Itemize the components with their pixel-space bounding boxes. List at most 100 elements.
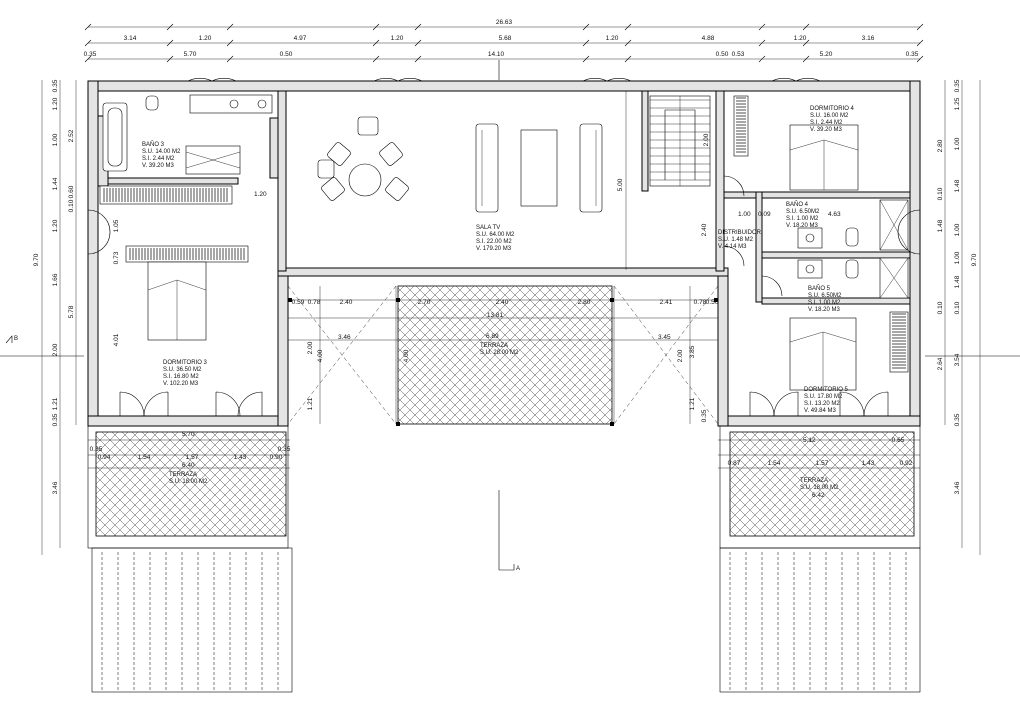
dim-left-terr-row-3: 1.57 [186, 454, 199, 461]
dim-terr-row-6: 2.41 [660, 299, 673, 306]
label-terraza-central: TERRAZA S.U. 28.00 M2 [480, 343, 519, 356]
dim-left-terr-w: 5.70 [182, 431, 195, 438]
svg-text:S.U. 64.00 M2: S.U. 64.00 M2 [476, 232, 515, 238]
dim-top-row2-2: 4.97 [294, 35, 307, 42]
dim-top-row2-8: 3.16 [862, 35, 875, 42]
svg-text:V. 18.20 M3: V. 18.20 M3 [808, 307, 840, 313]
svg-text:BAÑO 4: BAÑO 4 [786, 201, 809, 208]
dim-right-inner-9: 0.35 [954, 413, 961, 426]
dim-right-inner-6: 1.48 [954, 275, 961, 288]
staircase [649, 95, 711, 187]
dim-left-inner-3: 1.44 [52, 177, 59, 190]
label-bano-3: BAÑO 3 S.U. 14.00 M2 S.I. 2.44 M2 V. 39.… [142, 141, 181, 169]
window-top-0 [187, 78, 237, 82]
label-terraza-left: TERRAZA S.U. 18.00 M2 [169, 472, 208, 485]
dim-left-terr-row-6: 0.35 [278, 446, 291, 453]
dim-top-row2-6: 4.88 [702, 35, 715, 42]
dim-right-innermost-4: 2.64 [937, 357, 944, 370]
dim-right-terr-row-0: 0.65 [892, 437, 905, 444]
dim-terr-v-4: 3.85 [689, 345, 696, 358]
dim-terr-bottom: 6.89 [486, 333, 499, 340]
right-wing-doors [723, 175, 921, 417]
dim-lower-right: 3.46 [954, 481, 961, 494]
dim-right-terr-row-4: 1.43 [862, 460, 875, 467]
svg-text:S.I. 22.00 M2: S.I. 22.00 M2 [476, 239, 512, 245]
svg-text:S.I. 2.44 M2: S.I. 2.44 M2 [810, 120, 843, 126]
dim-left-terr-row-1: 0.94 [98, 454, 111, 461]
svg-text:BAÑO 3: BAÑO 3 [142, 141, 165, 148]
dim-top-row3-4: 0.50 [716, 51, 729, 58]
top-dimension-lines [84, 23, 924, 63]
label-bano-5: BAÑO 5 S.U. 6.50M2 S.I. 1.00 M2 V. 18.20… [808, 285, 842, 313]
sala-tv-furniture [317, 116, 603, 213]
dim-left-h1: 1.05 [113, 219, 120, 232]
dormitorio-3-bed [147, 261, 207, 341]
dim-left-terr-row-5: 0.90 [270, 454, 283, 461]
dim-terr-row-5: 2.80 [578, 299, 591, 306]
svg-text:S.U. 18.00 M2: S.U. 18.00 M2 [800, 485, 839, 491]
svg-text:DORMITORIO 4: DORMITORIO 4 [810, 106, 855, 112]
dim-left-inner-1: 1.20 [52, 97, 59, 110]
svg-text:DORMITORIO 3: DORMITORIO 3 [163, 360, 208, 366]
dim-terr-v-0: 2.00 [307, 341, 314, 354]
label-bano-4: BAÑO 4 S.U. 6.50M2 S.I. 1.00 M2 V. 18.20… [786, 201, 820, 229]
svg-text:S.I. 1.00 M2: S.I. 1.00 M2 [786, 216, 819, 222]
right-dimension-lines [944, 80, 981, 555]
dim-bath-w1: 1.00 [738, 211, 751, 218]
svg-text:S.I. 1.00 M2: S.I. 1.00 M2 [808, 300, 841, 306]
left-pergola [91, 547, 293, 693]
label-terraza-right: TERRAZA S.U. 18.00 M2 [800, 478, 839, 491]
dim-outer-right: 9.70 [971, 253, 978, 266]
dim-closet: 1.20 [254, 191, 267, 198]
dim-left-terr-row-2: 1.54 [138, 454, 151, 461]
window-top-3 [771, 78, 821, 82]
svg-text:S.U. 17.80 M2: S.U. 17.80 M2 [804, 394, 843, 400]
svg-text:S.U. 36.50 M2: S.U. 36.50 M2 [163, 367, 202, 373]
dim-left-terr-sub: 6.40 [182, 462, 195, 469]
dim-right-terr-row-3: 1.57 [816, 460, 829, 467]
right-terrace [718, 425, 921, 549]
dim-terr-row-2: 2.40 [340, 299, 353, 306]
dim-top-row3-6: 5.20 [820, 51, 833, 58]
svg-text:TERRAZA: TERRAZA [480, 343, 508, 349]
bano-4-fixtures [797, 199, 909, 251]
dim-right-terr-sub: 6.42 [812, 492, 825, 499]
dim-bath-w2: 0.09 [758, 211, 771, 218]
dim-top-row2-3: 1.20 [391, 35, 404, 42]
svg-text:V. 102.20 M3: V. 102.20 M3 [163, 381, 199, 387]
dim-left-innermost-3: 5.78 [68, 305, 75, 318]
svg-text:SALA TV: SALA TV [476, 225, 500, 231]
dormitorio-5-furniture [789, 311, 909, 391]
svg-text:V. 18.20 M3: V. 18.20 M3 [786, 223, 818, 229]
dim-left-inner-0: 0.35 [52, 79, 59, 92]
section-label-a: A [516, 566, 520, 572]
label-sala-tv: SALA TV S.U. 64.00 M2 S.I. 22.00 M2 V. 1… [476, 225, 515, 252]
bano-5-fixtures [797, 257, 909, 299]
window-top-1 [373, 78, 423, 82]
dim-left-inner-4: 1.20 [52, 219, 59, 232]
dim-sala-height: 5.00 [617, 178, 624, 191]
dim-right-inner-3: 1.48 [954, 179, 961, 192]
svg-text:S.U. 6.50M2: S.U. 6.50M2 [786, 209, 820, 215]
dim-left-h3: 4.01 [113, 333, 120, 346]
svg-text:V. 179.20 M3: V. 179.20 M3 [476, 246, 512, 252]
right-pergola [719, 547, 921, 693]
svg-text:S.U. 1.48 M2: S.U. 1.48 M2 [718, 237, 754, 243]
dim-right-inner-2: 1.00 [954, 137, 961, 150]
dim-terr-row-3: 2.70 [418, 299, 431, 306]
label-dormitorio-5: DORMITORIO 5 S.U. 17.80 M2 S.I. 13.20 M2… [804, 387, 849, 414]
dormitorio-3-closets [99, 185, 249, 263]
svg-text:DORMITORIO 5: DORMITORIO 5 [804, 387, 849, 393]
dim-top-row3-7: 0.35 [906, 51, 919, 58]
svg-text:V. 49.84 M3: V. 49.84 M3 [804, 408, 836, 414]
dim-top-row2-4: 5.68 [499, 35, 512, 42]
dim-terr-row-1: 0.78 [308, 299, 321, 306]
dim-outer-left: 9.70 [33, 253, 40, 266]
dormitorio-4-furniture [733, 95, 859, 191]
dim-right-inner-4: 1.00 [954, 223, 961, 236]
dim-left-inner-7: 1.21 [52, 397, 59, 410]
dim-terr-v-2: 4.00 [403, 349, 410, 362]
dim-left-inner-8: 0.35 [52, 413, 59, 426]
dim-stair-width: 2.00 [703, 133, 710, 146]
